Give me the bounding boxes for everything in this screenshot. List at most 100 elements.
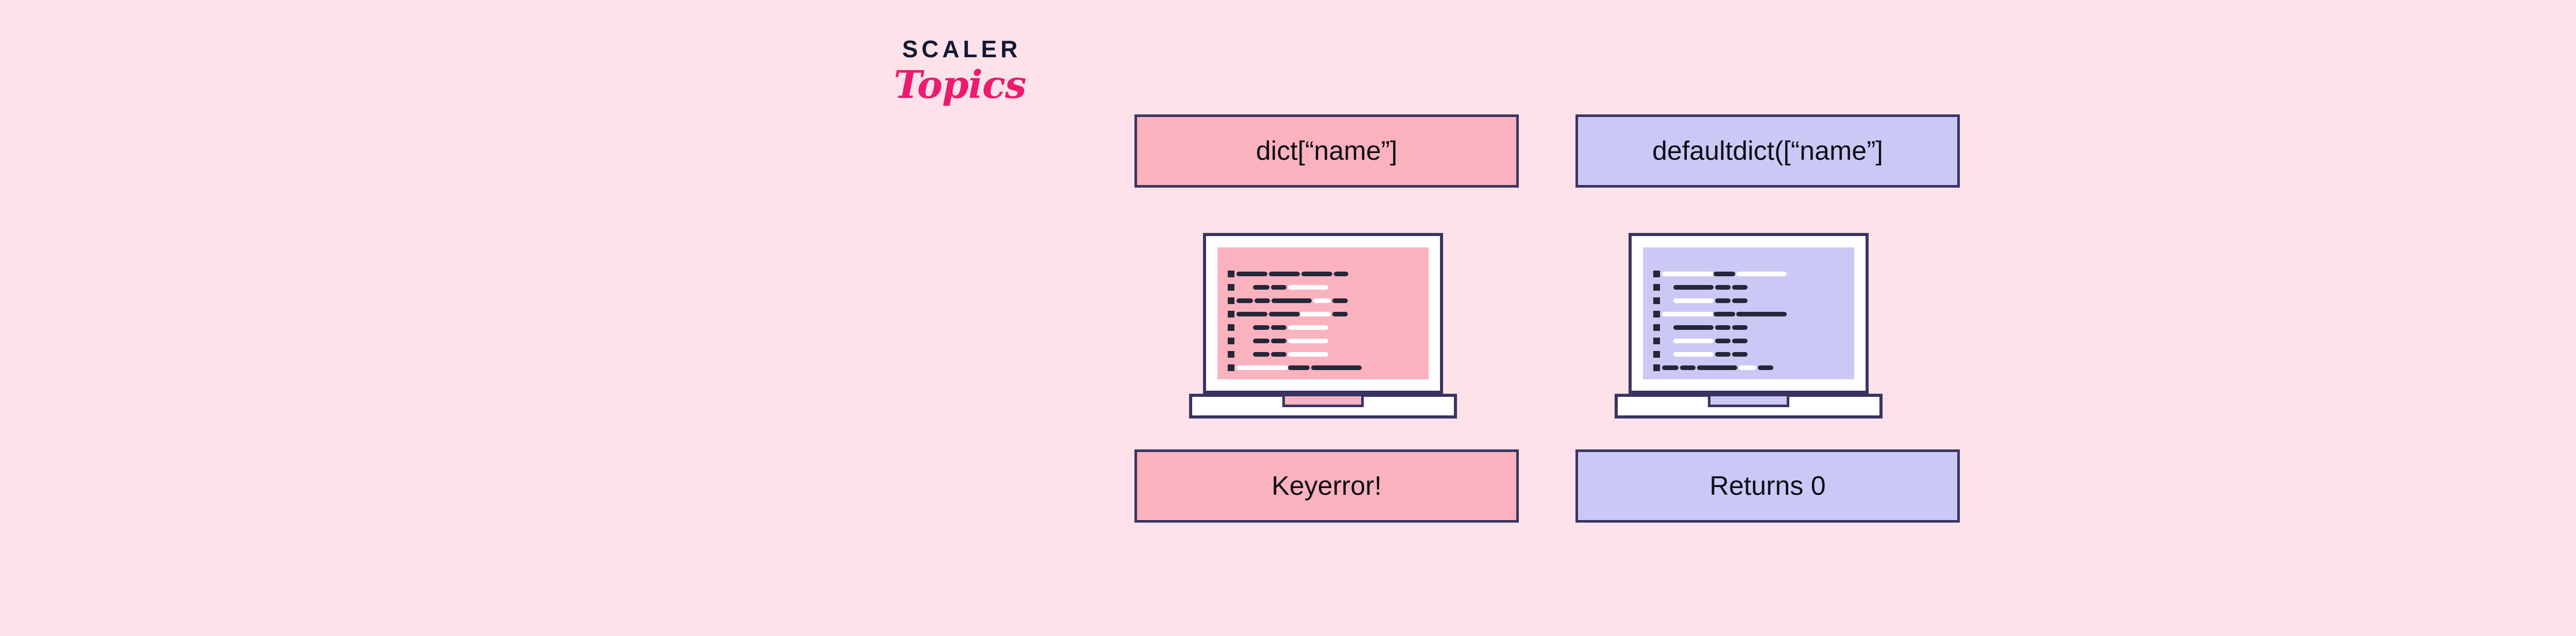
code-segment [1715,352,1731,357]
code-segment [1732,284,1748,290]
code-segment [1234,352,1253,357]
code-line [1653,280,1851,294]
code-bullet-icon [1653,350,1660,358]
code-segment [1272,298,1312,303]
code-segment [1715,325,1731,330]
code-segment [1269,271,1300,276]
code-segment [1758,365,1773,370]
code-segment [1334,271,1348,276]
code-segment [1253,284,1269,290]
code-segment [1714,311,1735,316]
code-line [1228,280,1426,294]
header-box-dict: dict[“name”] [1134,114,1519,188]
code-bullet-icon [1228,364,1234,371]
code-bullet-icon [1228,270,1234,277]
code-line [1228,334,1426,347]
logo-wordmark-scaler: SCALER [902,36,1022,62]
code-segment [1662,311,1714,316]
laptop-lid [1629,233,1869,394]
code-segment [1288,284,1328,290]
code-segment [1673,298,1714,303]
code-bullet-icon [1228,337,1234,344]
code-segment [1253,338,1269,343]
code-segment [1300,311,1331,316]
laptop-screen [1643,247,1854,379]
code-segment [1715,298,1731,303]
laptop-screen [1217,247,1429,379]
code-segment [1662,365,1679,370]
code-segment [1739,365,1756,370]
code-segment [1715,284,1731,290]
code-segment [1332,311,1348,316]
code-bullet-icon [1228,297,1234,304]
code-segment [1236,365,1288,370]
code-segment [1301,271,1332,276]
code-line [1653,321,1851,334]
code-lines [1228,267,1426,376]
code-bullet-icon [1228,310,1234,317]
code-bullet-icon [1653,310,1660,317]
code-segment [1736,271,1787,276]
code-segment [1236,311,1267,316]
code-segment [1714,271,1735,276]
result-label-returns-zero: Returns 0 [1709,471,1826,501]
logo-wordmark-topics: Topics [893,63,1027,107]
header-label-defaultdict: defaultdict([“name”] [1652,136,1883,166]
code-segment [1271,352,1286,357]
code-bullet-icon [1228,350,1234,358]
code-segment [1288,365,1310,370]
code-bullet-icon [1653,364,1660,371]
code-line [1653,347,1851,361]
laptop-trackpad [1282,394,1364,407]
code-line [1653,361,1851,374]
code-segment [1332,298,1348,303]
result-label-keyerror: Keyerror! [1272,471,1382,501]
scaler-topics-logo: SCALER Topics [885,37,1035,130]
code-line [1653,307,1851,321]
code-segment [1288,338,1328,343]
code-line [1228,307,1426,321]
code-segment [1732,338,1748,343]
laptop-trackpad [1708,394,1789,407]
code-segment [1680,365,1696,370]
code-segment [1697,365,1737,370]
laptop-illustration-defaultdict [1615,233,1883,419]
code-line [1228,267,1426,280]
code-segment [1288,325,1328,330]
code-bullet-icon [1653,297,1660,304]
code-segment [1660,325,1673,330]
code-segment [1732,352,1748,357]
header-box-defaultdict: defaultdict([“name”] [1575,114,1960,188]
code-segment [1288,352,1328,357]
code-segment [1736,311,1787,316]
code-line [1653,294,1851,307]
code-line [1228,294,1426,307]
code-segment [1234,285,1253,290]
result-box-returns-zero: Returns 0 [1575,449,1960,523]
code-bullet-icon [1653,283,1660,291]
code-bullet-icon [1653,270,1660,277]
code-segment [1673,338,1714,343]
code-segment [1660,352,1673,357]
code-line [1228,321,1426,334]
laptop-illustration-dict [1189,233,1457,419]
code-segment [1271,325,1286,330]
code-segment [1271,284,1286,290]
code-segment [1253,325,1269,330]
code-segment [1715,338,1731,343]
code-segment [1234,339,1253,343]
code-segment [1313,298,1331,303]
code-segment [1673,325,1714,330]
code-line [1653,267,1851,280]
code-segment [1660,285,1673,290]
code-bullet-icon [1653,337,1660,344]
code-segment [1271,338,1286,343]
code-segment [1660,339,1673,343]
code-bullet-icon [1653,324,1660,331]
code-segment [1673,352,1714,357]
code-segment [1236,271,1267,276]
code-segment [1673,284,1714,290]
laptop-lid [1203,233,1443,394]
code-segment [1660,298,1673,303]
